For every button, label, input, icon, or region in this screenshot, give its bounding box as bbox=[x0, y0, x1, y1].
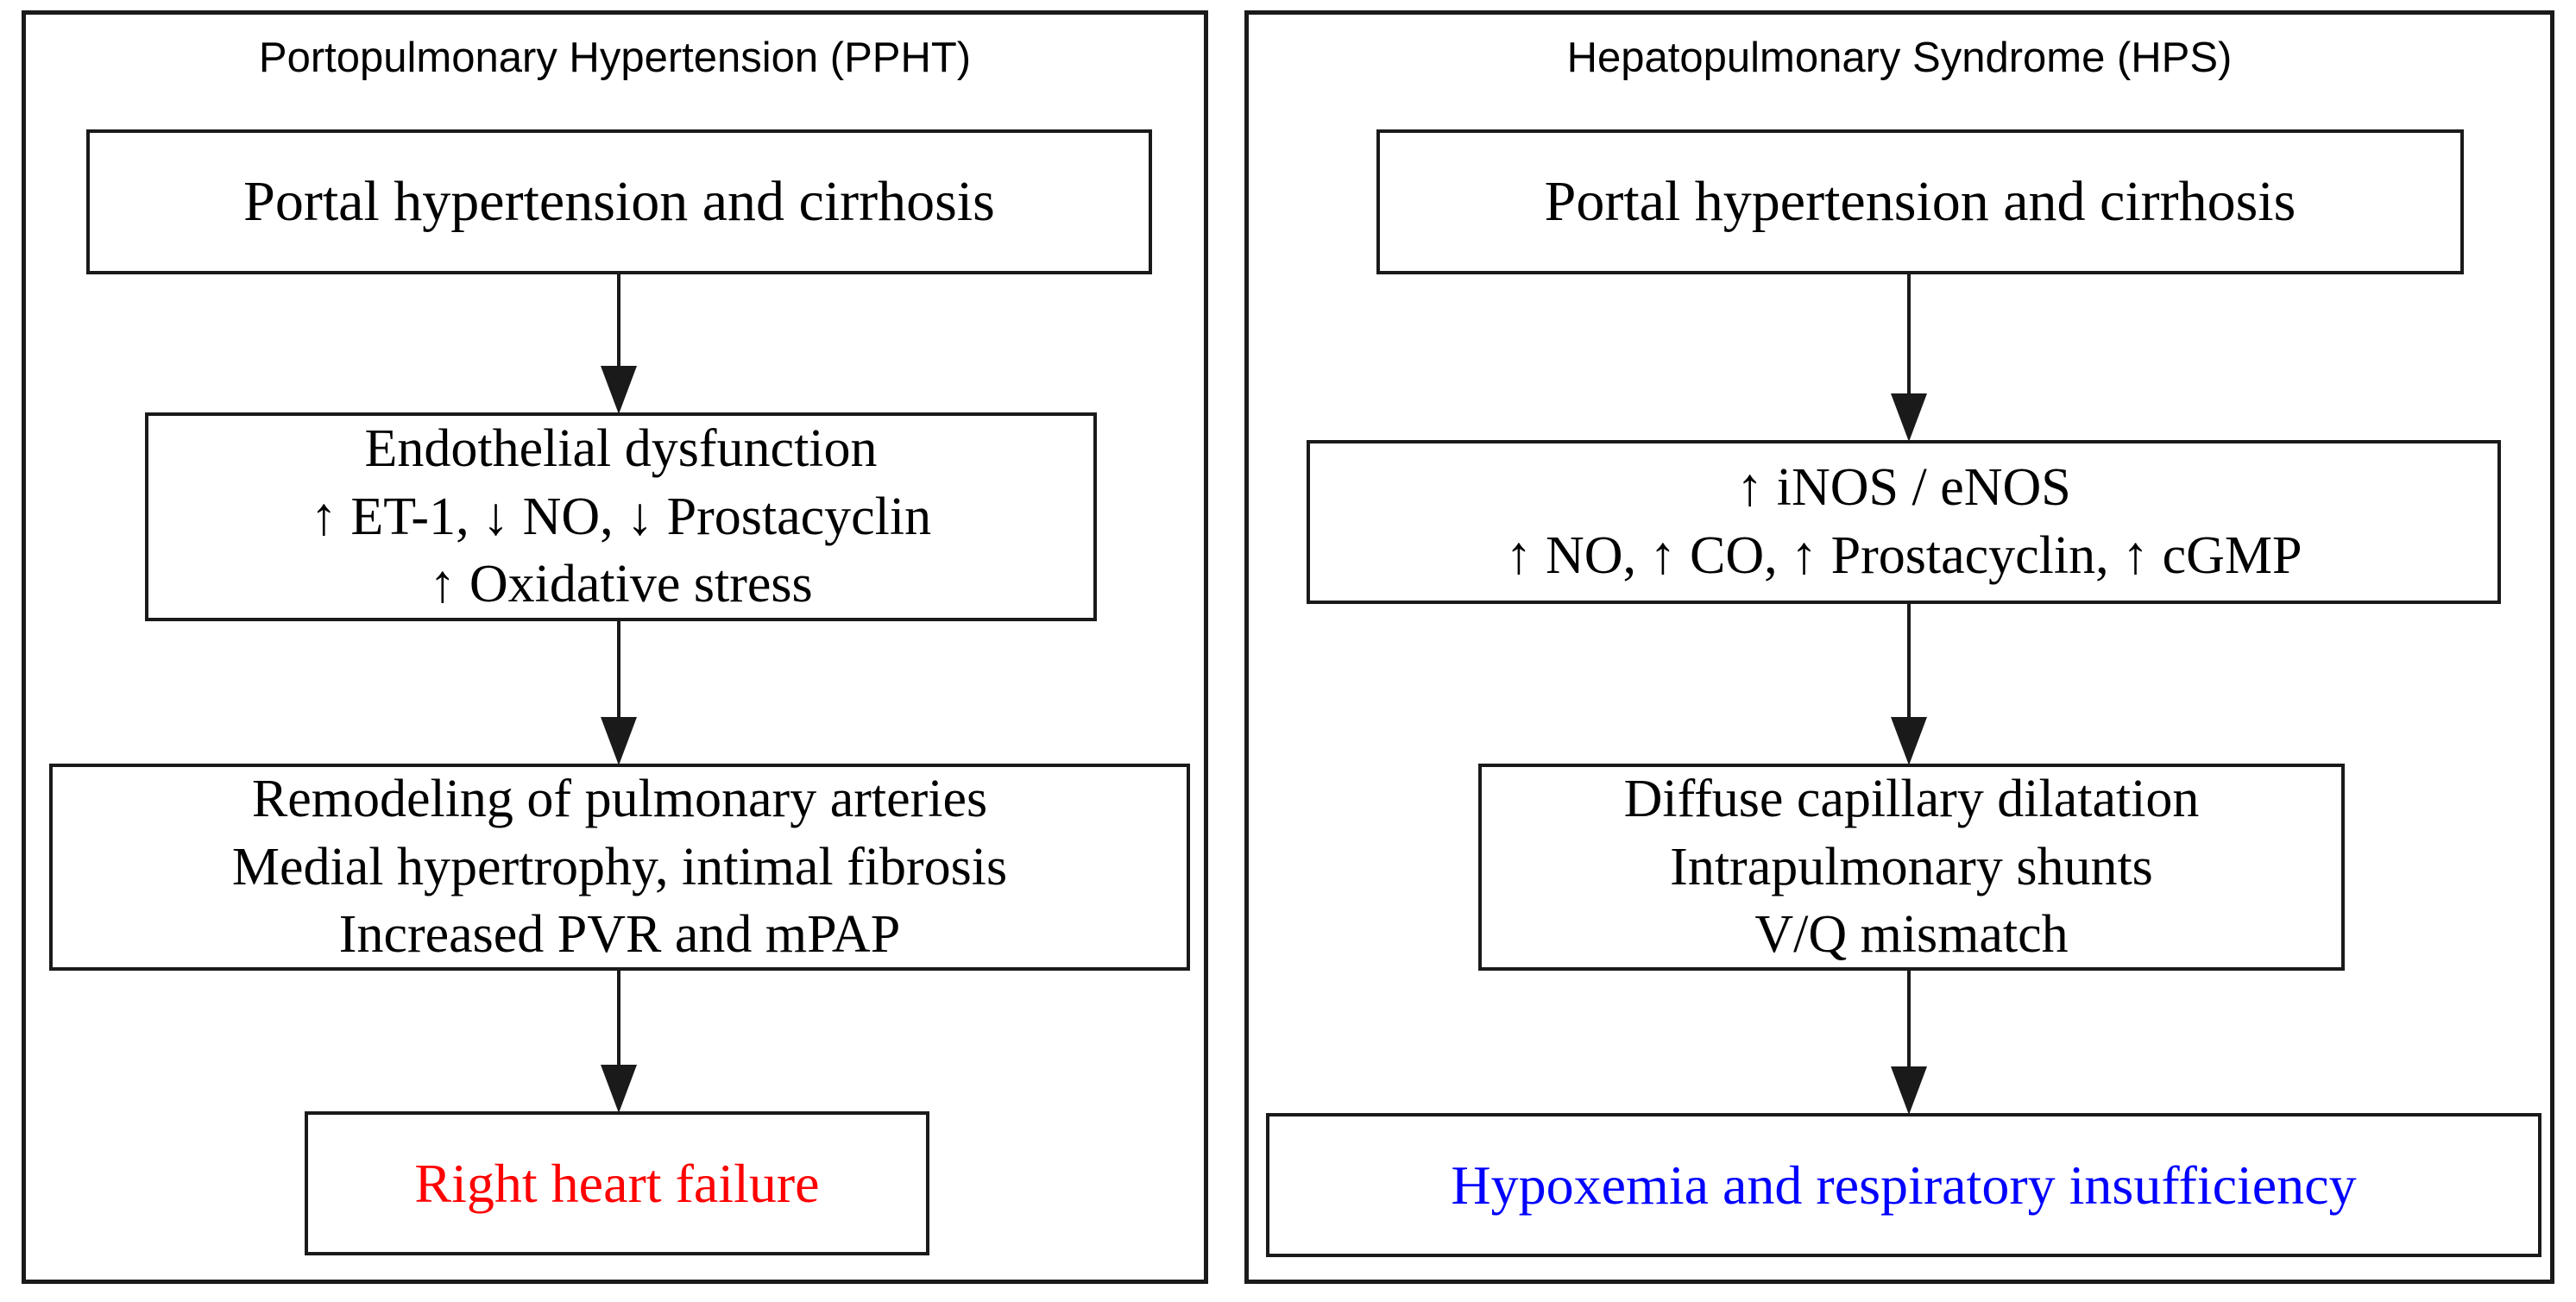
box-line: ↑ NO, ↑ CO, ↑ Prostacyclin, ↑ cGMP bbox=[1505, 526, 2302, 585]
hps-panel-title: Hepatopulmonary Syndrome (HPS) bbox=[1566, 35, 2233, 81]
ppht-panel-title: Portopulmonary Hypertension (PPHT) bbox=[258, 35, 972, 81]
arrowhead-icon bbox=[1891, 1066, 1927, 1115]
down-arrow bbox=[600, 274, 638, 414]
box-line: Portal hypertension and cirrhosis bbox=[243, 170, 995, 234]
box-line: ↑ iNOS / eNOS bbox=[1736, 458, 2071, 518]
arrow-shaft bbox=[1907, 971, 1911, 1066]
hps-box-portal-hypertension: Portal hypertension and cirrhosis bbox=[1376, 129, 2464, 274]
arrow-shaft bbox=[1907, 604, 1911, 717]
box-line: Intrapulmonary shunts bbox=[1670, 837, 2153, 896]
arrow-shaft bbox=[617, 274, 620, 366]
ppht-box-endothelial-dysfunction: Endothelial dysfunction ↑ ET-1, ↓ NO, ↓ … bbox=[145, 412, 1097, 621]
arrow-shaft bbox=[1907, 274, 1911, 393]
box-line: Remodeling of pulmonary arteries bbox=[251, 769, 988, 828]
down-arrow bbox=[1890, 971, 1928, 1115]
ppht-box-remodeling: Remodeling of pulmonary arteries Medial … bbox=[49, 764, 1190, 971]
hps-box-inos-enos: ↑ iNOS / eNOS ↑ NO, ↑ CO, ↑ Prostacyclin… bbox=[1307, 440, 2501, 604]
arrowhead-icon bbox=[1891, 717, 1927, 765]
box-line: Diffuse capillary dilatation bbox=[1623, 769, 2200, 828]
box-line: ↑ ET-1, ↓ NO, ↓ Prostacyclin bbox=[310, 487, 932, 546]
arrowhead-icon bbox=[601, 717, 637, 765]
arrow-shaft bbox=[617, 621, 620, 717]
box-line: ↑ Oxidative stress bbox=[429, 555, 813, 614]
hps-box-capillary-dilatation: Diffuse capillary dilatation Intrapulmon… bbox=[1478, 764, 2345, 971]
box-line: Right heart failure bbox=[414, 1152, 820, 1214]
arrowhead-icon bbox=[601, 366, 637, 414]
arrow-shaft bbox=[617, 971, 620, 1065]
down-arrow bbox=[600, 621, 638, 765]
arrowhead-icon bbox=[1891, 393, 1927, 442]
ppht-panel: Portopulmonary Hypertension (PPHT) Porta… bbox=[22, 10, 1208, 1284]
box-line: Medial hypertrophy, intimal fibrosis bbox=[231, 837, 1008, 896]
down-arrow bbox=[1890, 274, 1928, 442]
ppht-box-right-heart-failure: Right heart failure bbox=[305, 1111, 929, 1255]
hps-box-hypoxemia: Hypoxemia and respiratory insufficiency bbox=[1266, 1113, 2541, 1257]
down-arrow bbox=[600, 971, 638, 1113]
down-arrow bbox=[1890, 604, 1928, 765]
box-line: Increased PVR and mPAP bbox=[338, 905, 901, 965]
box-line: Portal hypertension and cirrhosis bbox=[1544, 170, 2296, 234]
ppht-box-portal-hypertension: Portal hypertension and cirrhosis bbox=[86, 129, 1152, 274]
box-line: Endothelial dysfunction bbox=[364, 418, 878, 478]
hps-panel: Hepatopulmonary Syndrome (HPS) Portal hy… bbox=[1244, 10, 2554, 1284]
arrowhead-icon bbox=[601, 1065, 637, 1113]
box-line: V/Q mismatch bbox=[1754, 905, 2069, 965]
box-line: Hypoxemia and respiratory insufficiency bbox=[1451, 1154, 2357, 1216]
